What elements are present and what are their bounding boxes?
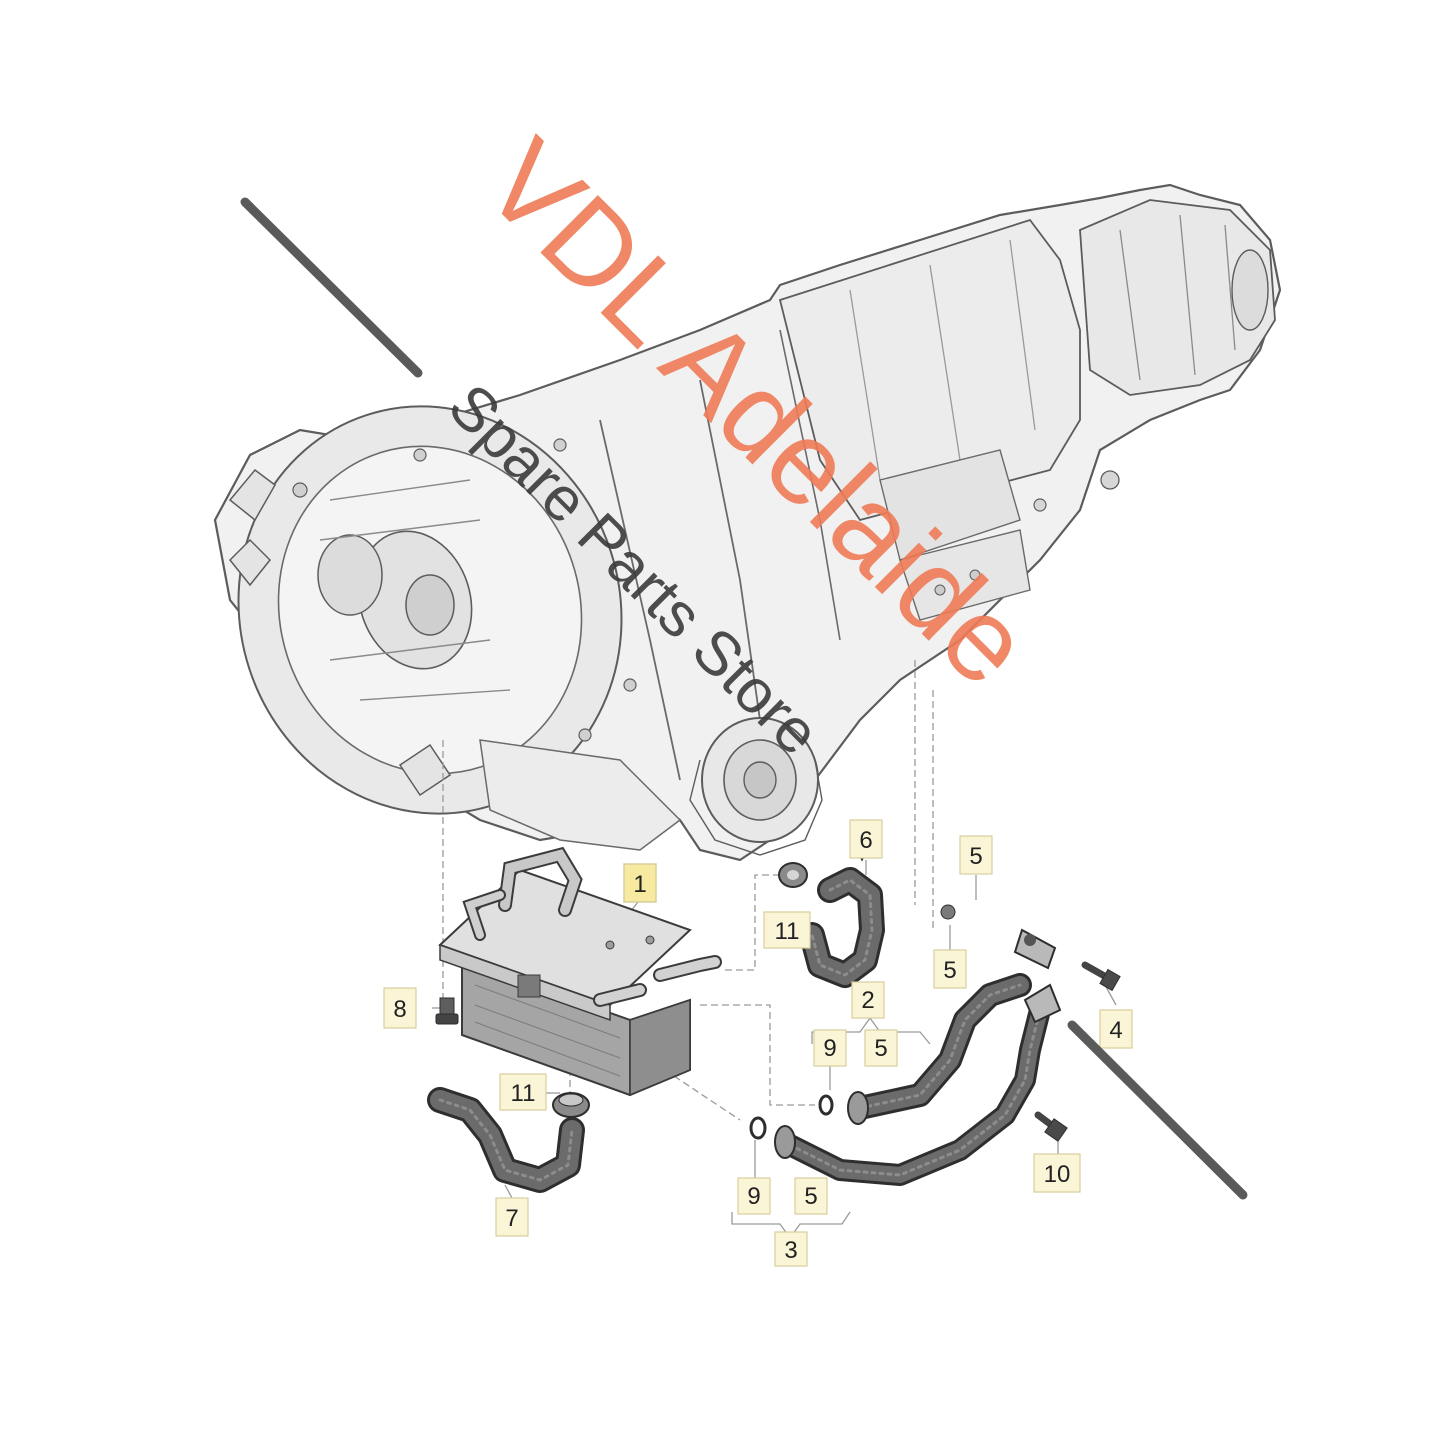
bolt-icon: [435, 997, 459, 1025]
svg-text:8: 8: [393, 996, 406, 1023]
o-ring-icon: [749, 1116, 767, 1140]
callout-3: 3: [774, 1231, 808, 1267]
svg-text:11: 11: [775, 918, 800, 945]
callout-9-hose2: 9: [813, 1029, 847, 1067]
callout-5-mid: 5: [933, 949, 967, 989]
watermark-slash-top: [240, 197, 423, 378]
svg-text:10: 10: [1044, 1161, 1071, 1188]
hose-clamp-icon: [778, 862, 808, 888]
svg-text:4: 4: [1109, 1017, 1122, 1044]
callout-5-hose2: 5: [864, 1029, 898, 1067]
bolt-icon: [1034, 1111, 1068, 1142]
callout-11-lower: 11: [499, 1073, 547, 1111]
valve-icon: [1013, 928, 1057, 970]
svg-text:11: 11: [511, 1080, 536, 1107]
svg-text:3: 3: [784, 1237, 797, 1264]
callout-11-upper: 11: [763, 911, 811, 949]
svg-text:6: 6: [859, 827, 872, 854]
callout-6: 6: [849, 819, 883, 859]
hose-clamp-icon: [552, 1092, 590, 1118]
svg-text:2: 2: [861, 987, 874, 1014]
svg-text:5: 5: [969, 843, 982, 870]
svg-text:5: 5: [943, 957, 956, 984]
callout-9-hose3: 9: [737, 1177, 771, 1215]
o-ring-icon: [818, 1094, 834, 1116]
callout-10: 10: [1033, 1153, 1081, 1193]
callout-8: 8: [383, 987, 417, 1029]
svg-text:1: 1: [633, 871, 646, 898]
callout-7: 7: [495, 1197, 529, 1237]
svg-text:7: 7: [505, 1205, 518, 1232]
callout-5-top: 5: [959, 835, 993, 875]
coolant-hose-icon: [427, 867, 1051, 1193]
svg-text:5: 5: [874, 1035, 887, 1062]
callout-4: 4: [1099, 1009, 1133, 1049]
bolt-icon: [1081, 961, 1121, 992]
callout-1: 1: [623, 863, 657, 903]
clip-icon: [940, 904, 956, 920]
svg-text:9: 9: [823, 1035, 836, 1062]
valve-icon: [1023, 983, 1062, 1024]
callout-2: 2: [851, 981, 885, 1019]
svg-text:5: 5: [804, 1183, 817, 1210]
svg-text:9: 9: [747, 1183, 760, 1210]
transmission-housing-icon: [213, 183, 1282, 862]
watermark-slash-bottom: [1067, 1020, 1248, 1200]
callout-labels: 1 2 3 4 5 5 5 5: [383, 819, 1133, 1267]
oil-cooler-icon: [438, 846, 722, 1097]
callout-5-hose3: 5: [794, 1177, 828, 1215]
